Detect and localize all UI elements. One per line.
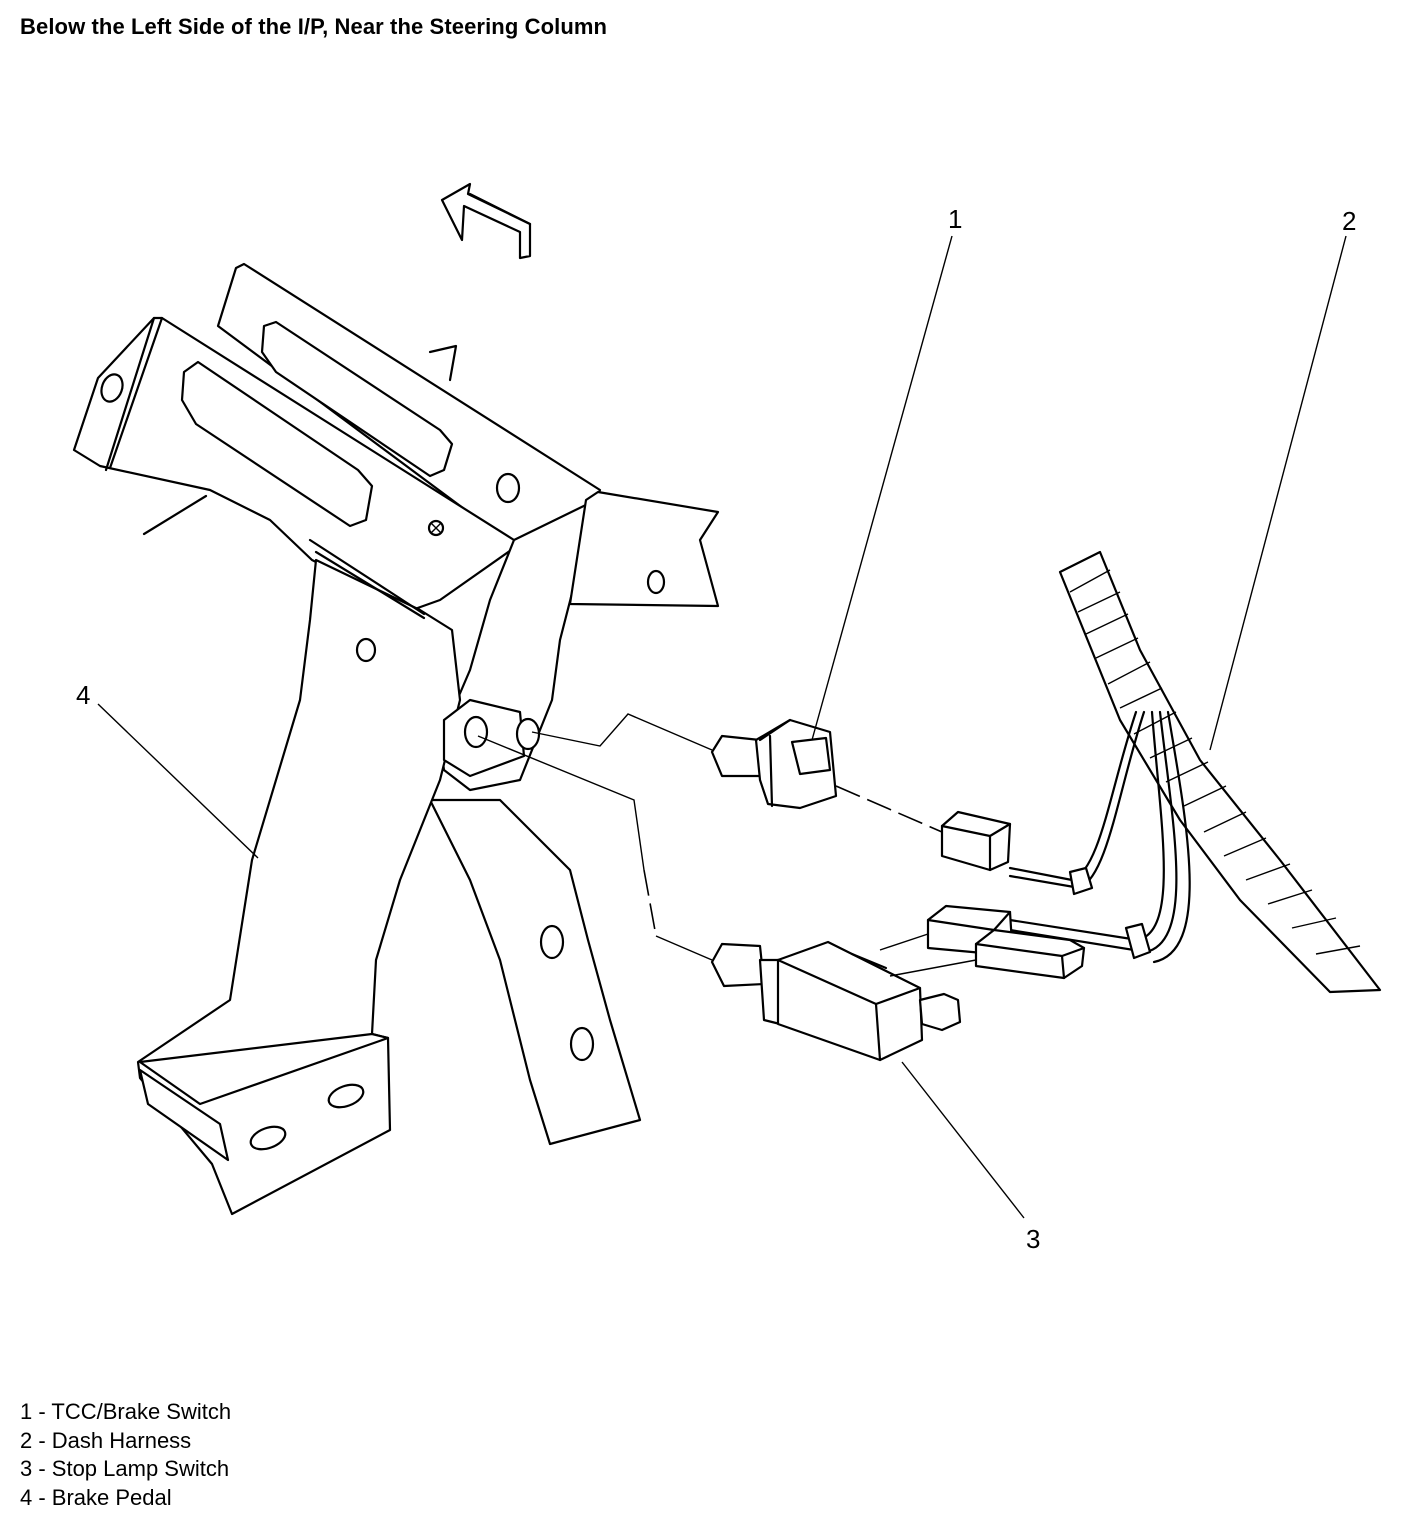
callout-1: 1 <box>811 204 962 741</box>
tcc-brake-switch <box>710 718 838 810</box>
stop-lamp-harness-connectors <box>926 904 1086 980</box>
callout-number-2: 2 <box>1342 206 1356 236</box>
callout-4: 4 <box>76 680 259 859</box>
legend-item-brake-pedal: 4 - Brake Pedal <box>20 1484 172 1510</box>
diagram-title: Below the Left Side of the I/P, Near the… <box>20 14 608 39</box>
tcc-harness-connector <box>940 810 1012 872</box>
parts-legend: 1 - TCC/Brake Switch 2 - Dash Harness 3 … <box>20 1398 231 1512</box>
legend-item-stop-lamp-switch: 3 - Stop Lamp Switch <box>20 1456 230 1481</box>
forward-arrow-icon <box>440 182 532 260</box>
dash-harness <box>1008 550 1382 994</box>
callout-3: 3 <box>901 1061 1040 1254</box>
callout-number-1: 1 <box>948 204 962 234</box>
callout-number-4: 4 <box>76 680 90 710</box>
legend-item-dash-harness: 2 - Dash Harness <box>20 1427 192 1453</box>
callout-2: 2 <box>1209 206 1356 751</box>
legend-item-tcc-brake-switch: 1 - TCC/Brake Switch <box>20 1399 232 1424</box>
stop-lamp-switch <box>710 940 962 1062</box>
installation-lines <box>477 713 977 977</box>
callout-number-3: 3 <box>1026 1224 1040 1254</box>
lower-support-plate <box>428 798 642 1146</box>
brake-pedal-arm <box>136 538 541 1216</box>
